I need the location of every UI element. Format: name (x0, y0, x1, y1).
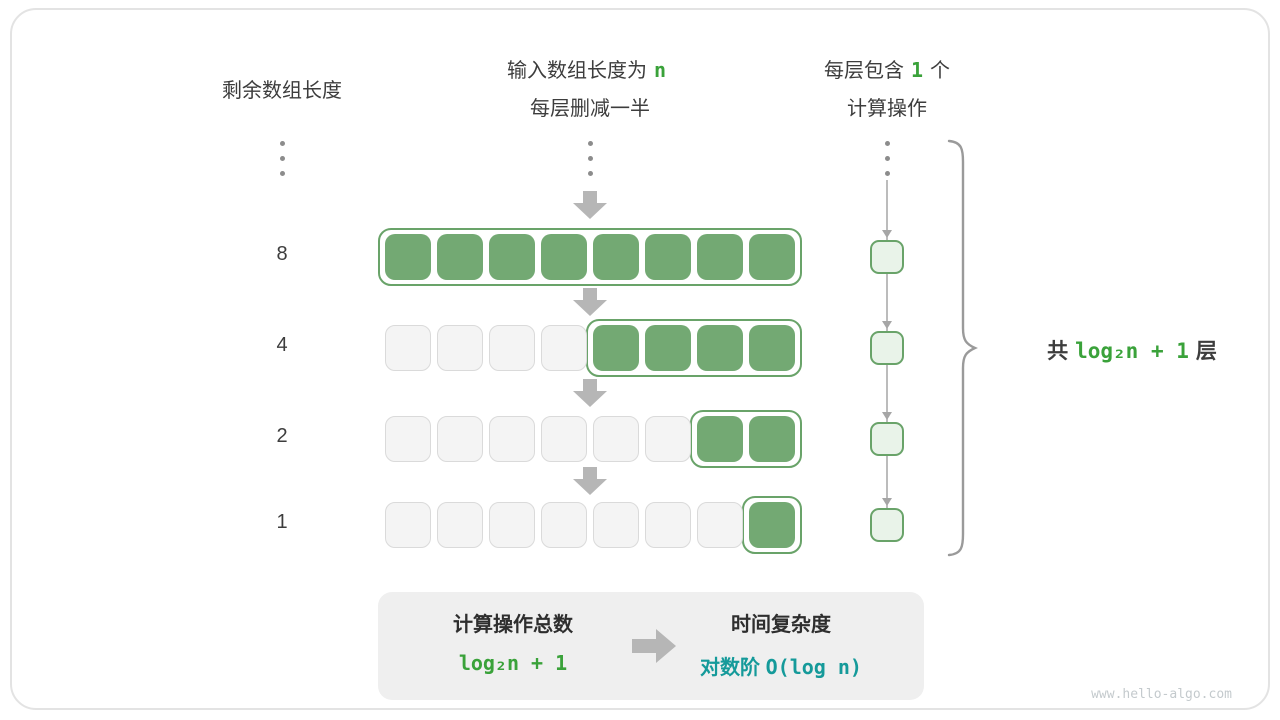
down-arrow (573, 191, 607, 219)
row-label: 2 (276, 425, 288, 447)
array-cell-empty (489, 416, 535, 462)
array-cell-empty (593, 502, 639, 548)
watermark: www.hello-algo.com (1091, 687, 1232, 702)
array-cell-empty (385, 416, 431, 462)
header-right-code-1: 1 (910, 58, 924, 82)
operation-cell (870, 331, 904, 365)
header-right-suffix: 个 (930, 60, 951, 82)
array-row (385, 502, 795, 548)
dot (884, 171, 890, 176)
dot (884, 156, 890, 161)
array-cell-empty (541, 416, 587, 462)
right-arrow (632, 629, 676, 663)
header-center-prefix: 输入数组长度为 (506, 60, 647, 82)
dot (587, 156, 593, 161)
summary-left-value: log₂n + 1 (458, 651, 568, 675)
row-label: 8 (276, 243, 288, 265)
array-cell-empty (593, 416, 639, 462)
array-cell-active (749, 502, 795, 548)
array-cell-active (749, 416, 795, 462)
brace-label: 共 log₂n + 1 层 (997, 335, 1267, 365)
array-cell-empty (385, 325, 431, 371)
array-cell-active (749, 325, 795, 371)
ellipsis-left (279, 141, 285, 176)
array-cell-empty (645, 416, 691, 462)
array-cell-empty (697, 502, 743, 548)
connector-arrowhead (882, 230, 892, 238)
summary-right-value: 对数阶 O(log n) (648, 651, 914, 680)
summary-right-value-code: O(log n) (765, 655, 862, 679)
array-cell-empty (437, 325, 483, 371)
array-cell-empty (489, 325, 535, 371)
array-row (385, 325, 795, 371)
ellipsis-center (587, 141, 593, 176)
down-arrow (573, 467, 607, 495)
summary-right-arrow (632, 629, 676, 663)
rows-layer: 8 4 2 1 (12, 10, 1280, 720)
array-row (385, 234, 795, 280)
down-arrow (573, 288, 607, 316)
operation-cell (870, 422, 904, 456)
array-cell-active (749, 234, 795, 280)
flow-arrows (573, 191, 607, 495)
array-cell-active (385, 234, 431, 280)
array-cell-empty (437, 416, 483, 462)
summary-right-title: 时间复杂度 (731, 614, 831, 636)
array-cell-empty (541, 502, 587, 548)
row-label: 4 (276, 334, 288, 356)
dot (587, 141, 593, 146)
operation-cell (870, 240, 904, 274)
summary-left-title: 计算操作总数 (453, 614, 573, 636)
array-cell-active (593, 325, 639, 371)
connector-arrowheads (882, 230, 892, 506)
array-cell-empty (541, 325, 587, 371)
row-label: 1 (276, 511, 288, 533)
column-header-halving: 每层删减一半 (530, 98, 650, 120)
header-center-code-n: n (653, 58, 667, 82)
array-cell-active (489, 234, 535, 280)
dot (884, 141, 890, 146)
array-cell-empty (385, 502, 431, 548)
column-header-remaining-length: 剩余数组长度 (222, 80, 342, 102)
down-arrow (573, 379, 607, 407)
ellipsis-right (884, 141, 890, 176)
array-cell-empty (645, 502, 691, 548)
connector-arrowhead (882, 412, 892, 420)
summary-right: 时间复杂度 对数阶 O(log n) (648, 608, 914, 680)
array-cell-active (697, 325, 743, 371)
column-header-compute-ops: 计算操作 (847, 98, 927, 120)
dot (279, 171, 285, 176)
header-right-prefix: 每层包含 (823, 60, 904, 82)
array-cell-active (437, 234, 483, 280)
array-cell-active (645, 234, 691, 280)
dot (279, 156, 285, 161)
array-cell-active (697, 416, 743, 462)
brace-label-code: log₂n + 1 (1075, 339, 1189, 363)
summary-right-value-text: 对数阶 (700, 657, 761, 679)
array-cell-active (593, 234, 639, 280)
operation-cell (870, 508, 904, 542)
array-cell-active (541, 234, 587, 280)
column-header-input-length: 输入数组长度为 n (430, 54, 750, 83)
connector-arrowhead (882, 321, 892, 329)
array-cell-empty (437, 502, 483, 548)
summary-box: 计算操作总数 log₂n + 1 时间复杂度 对数阶 O(log n) (378, 592, 924, 700)
array-cell-empty (489, 502, 535, 548)
array-row (385, 416, 795, 462)
brace-label-suffix: 层 (1195, 340, 1217, 363)
brace (947, 139, 978, 557)
brace-label-prefix: 共 (1047, 340, 1069, 363)
connector-arrowhead (882, 498, 892, 506)
dot (279, 141, 285, 146)
array-cell-active (697, 234, 743, 280)
dot (587, 171, 593, 176)
array-cell-active (645, 325, 691, 371)
summary-left: 计算操作总数 log₂n + 1 (388, 608, 638, 675)
